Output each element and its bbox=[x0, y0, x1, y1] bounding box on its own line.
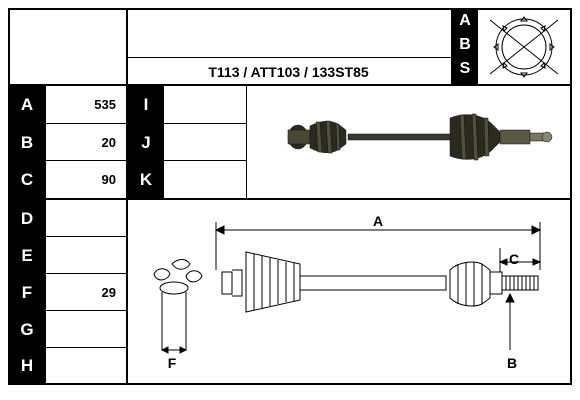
value-a: 535 bbox=[94, 97, 116, 112]
value-b: 20 bbox=[101, 135, 116, 150]
row-line bbox=[10, 236, 126, 237]
value-g bbox=[48, 311, 124, 348]
dimension-b-label: B bbox=[507, 355, 517, 371]
value-c: 90 bbox=[101, 172, 116, 187]
label-i: I bbox=[128, 86, 164, 123]
label-j: J bbox=[128, 124, 164, 161]
value-e bbox=[48, 237, 124, 274]
drive-shaft-photo bbox=[287, 113, 553, 161]
row-line bbox=[10, 347, 126, 348]
value-k bbox=[166, 161, 242, 198]
label-g: G bbox=[8, 311, 46, 348]
label-h: H bbox=[8, 348, 46, 384]
label-f: F bbox=[8, 274, 46, 311]
value-h bbox=[48, 348, 124, 385]
no-abs-ring-icon bbox=[489, 16, 559, 78]
abs-divider bbox=[451, 10, 452, 85]
abs-letter-s: S bbox=[459, 60, 471, 77]
part-code: T113 / ATT103 / 133ST85 bbox=[208, 63, 369, 80]
value-d bbox=[48, 200, 124, 237]
label-c: C bbox=[8, 161, 46, 198]
abs-letter-a: A bbox=[459, 12, 471, 29]
value-j bbox=[166, 124, 242, 161]
diagram-top-line bbox=[126, 198, 570, 200]
label-b: B bbox=[8, 124, 46, 161]
header-divider bbox=[126, 57, 452, 58]
abs-letter-b: B bbox=[459, 36, 471, 53]
value-i bbox=[166, 86, 242, 123]
row-line bbox=[10, 310, 126, 311]
label-a: A bbox=[8, 86, 46, 123]
photo-divider bbox=[246, 85, 247, 199]
dimension-f-label: F bbox=[168, 355, 177, 371]
label-e: E bbox=[8, 237, 46, 274]
label-k: K bbox=[128, 161, 164, 198]
header-bottom-line bbox=[10, 84, 570, 86]
abs-letters: A B S bbox=[452, 10, 478, 84]
dimension-a-label: A bbox=[373, 213, 383, 229]
main-column-divider bbox=[126, 10, 128, 385]
row-line bbox=[10, 123, 246, 124]
row-line bbox=[10, 273, 126, 274]
dimension-drawing: A C B F bbox=[153, 213, 542, 371]
label-d: D bbox=[8, 200, 46, 237]
spec-sheet bbox=[8, 8, 572, 385]
value-f: 29 bbox=[101, 285, 116, 300]
dimension-c-label: C bbox=[509, 251, 519, 267]
